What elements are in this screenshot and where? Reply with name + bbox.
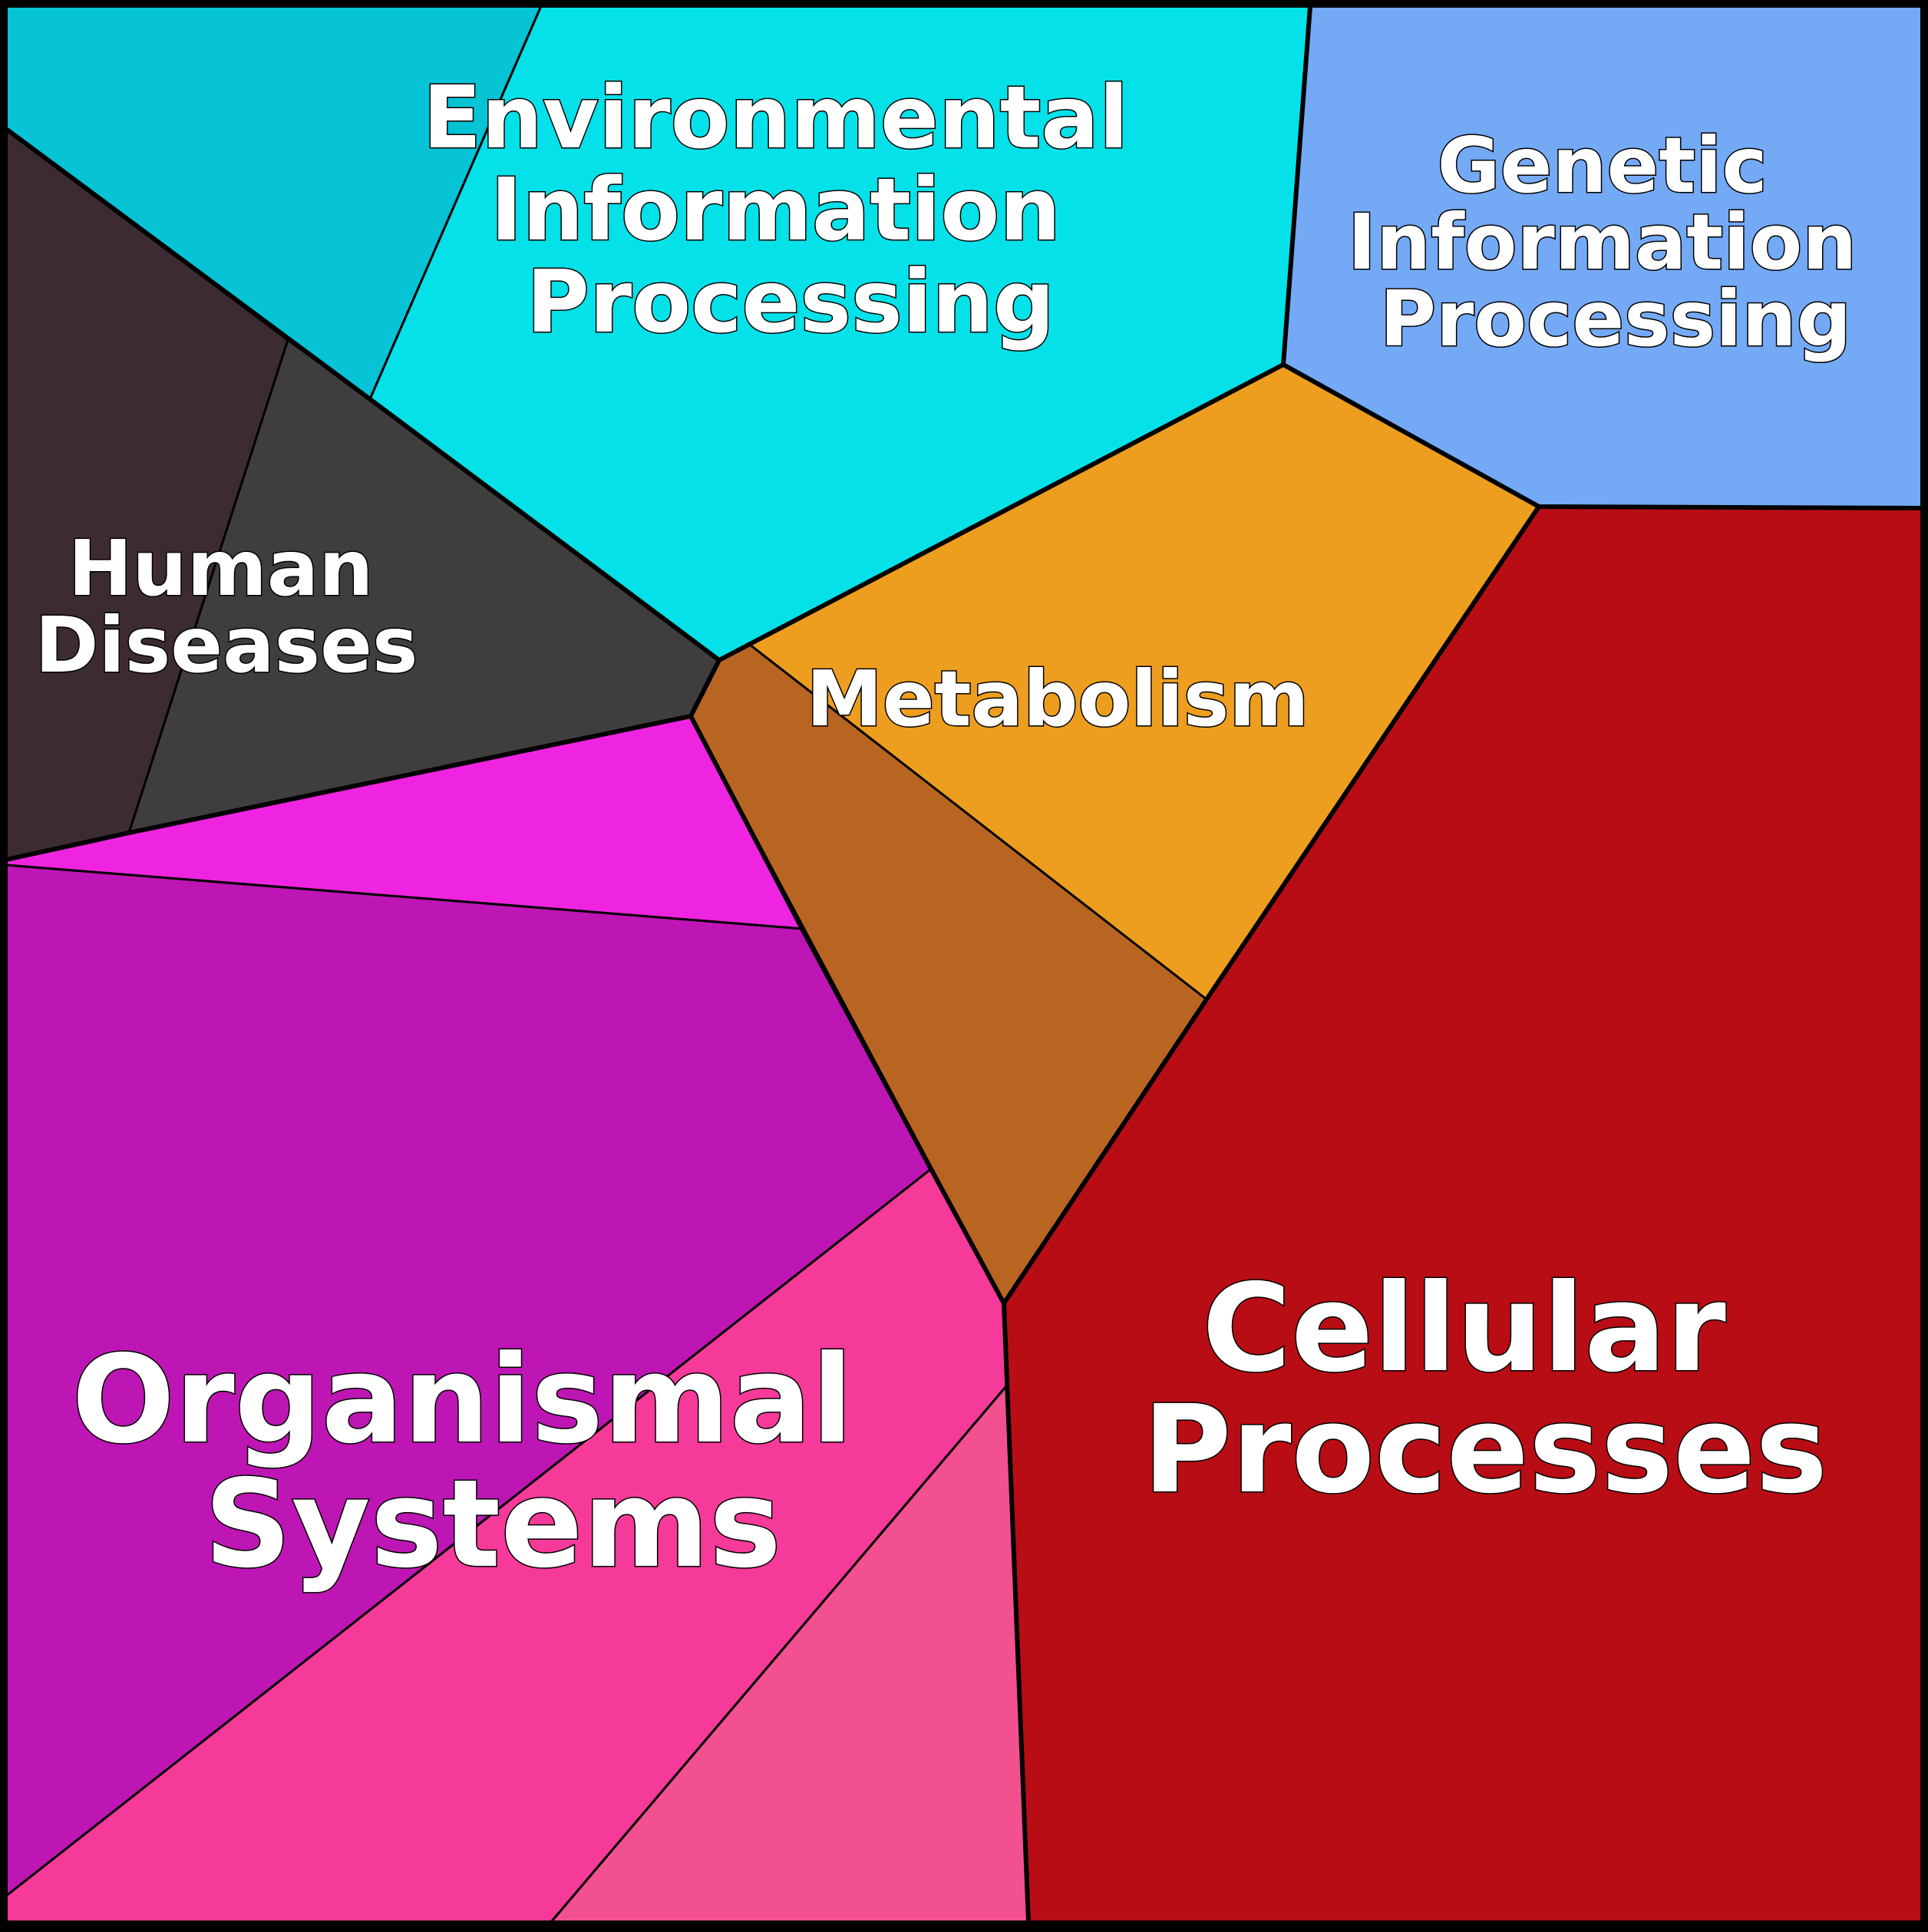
- label-human: Human Diseases: [35, 523, 418, 690]
- boundary-env-human: [5, 127, 721, 662]
- boundary-metabolism-cellular: [1002, 505, 1541, 1923]
- label-genetic-line-3: Processing: [1380, 274, 1852, 364]
- label-metabolism-line-1: Metabolism: [806, 654, 1309, 744]
- label-cellular-line-2: Processes: [1143, 1379, 1827, 1521]
- label-environmental-line-1: Environmental: [423, 68, 1128, 168]
- label-environmental-line-2: Information: [490, 160, 1061, 260]
- label-genetic-line-1: Genetic: [1437, 121, 1767, 210]
- label-organismal-line-1: Organismal: [71, 1329, 853, 1471]
- labels: Environmental Information Processing Gen…: [34, 68, 1883, 1597]
- label-organismal: Organismal Systems: [71, 1329, 895, 1595]
- label-cellular-line-1: Cellular: [1202, 1258, 1726, 1399]
- label-environmental-line-3: Processing: [527, 253, 1055, 352]
- label-cellular: Cellular Processes: [1143, 1258, 1827, 1521]
- label-metabolism: Metabolism: [806, 654, 1309, 744]
- label-organismal-line-2: Systems: [204, 1454, 781, 1595]
- label-genetic-line-2: Information: [1348, 197, 1857, 287]
- boundary-metabolism-organismal: [688, 715, 1006, 1305]
- boundary-human-organismal: [5, 659, 721, 862]
- label-environmental: Environmental Information Processing: [423, 68, 1158, 352]
- label-genetic: Genetic Information Processing: [1348, 121, 1883, 364]
- label-human-line-2: Diseases: [35, 600, 418, 690]
- label-human-line-1: Human: [68, 523, 374, 613]
